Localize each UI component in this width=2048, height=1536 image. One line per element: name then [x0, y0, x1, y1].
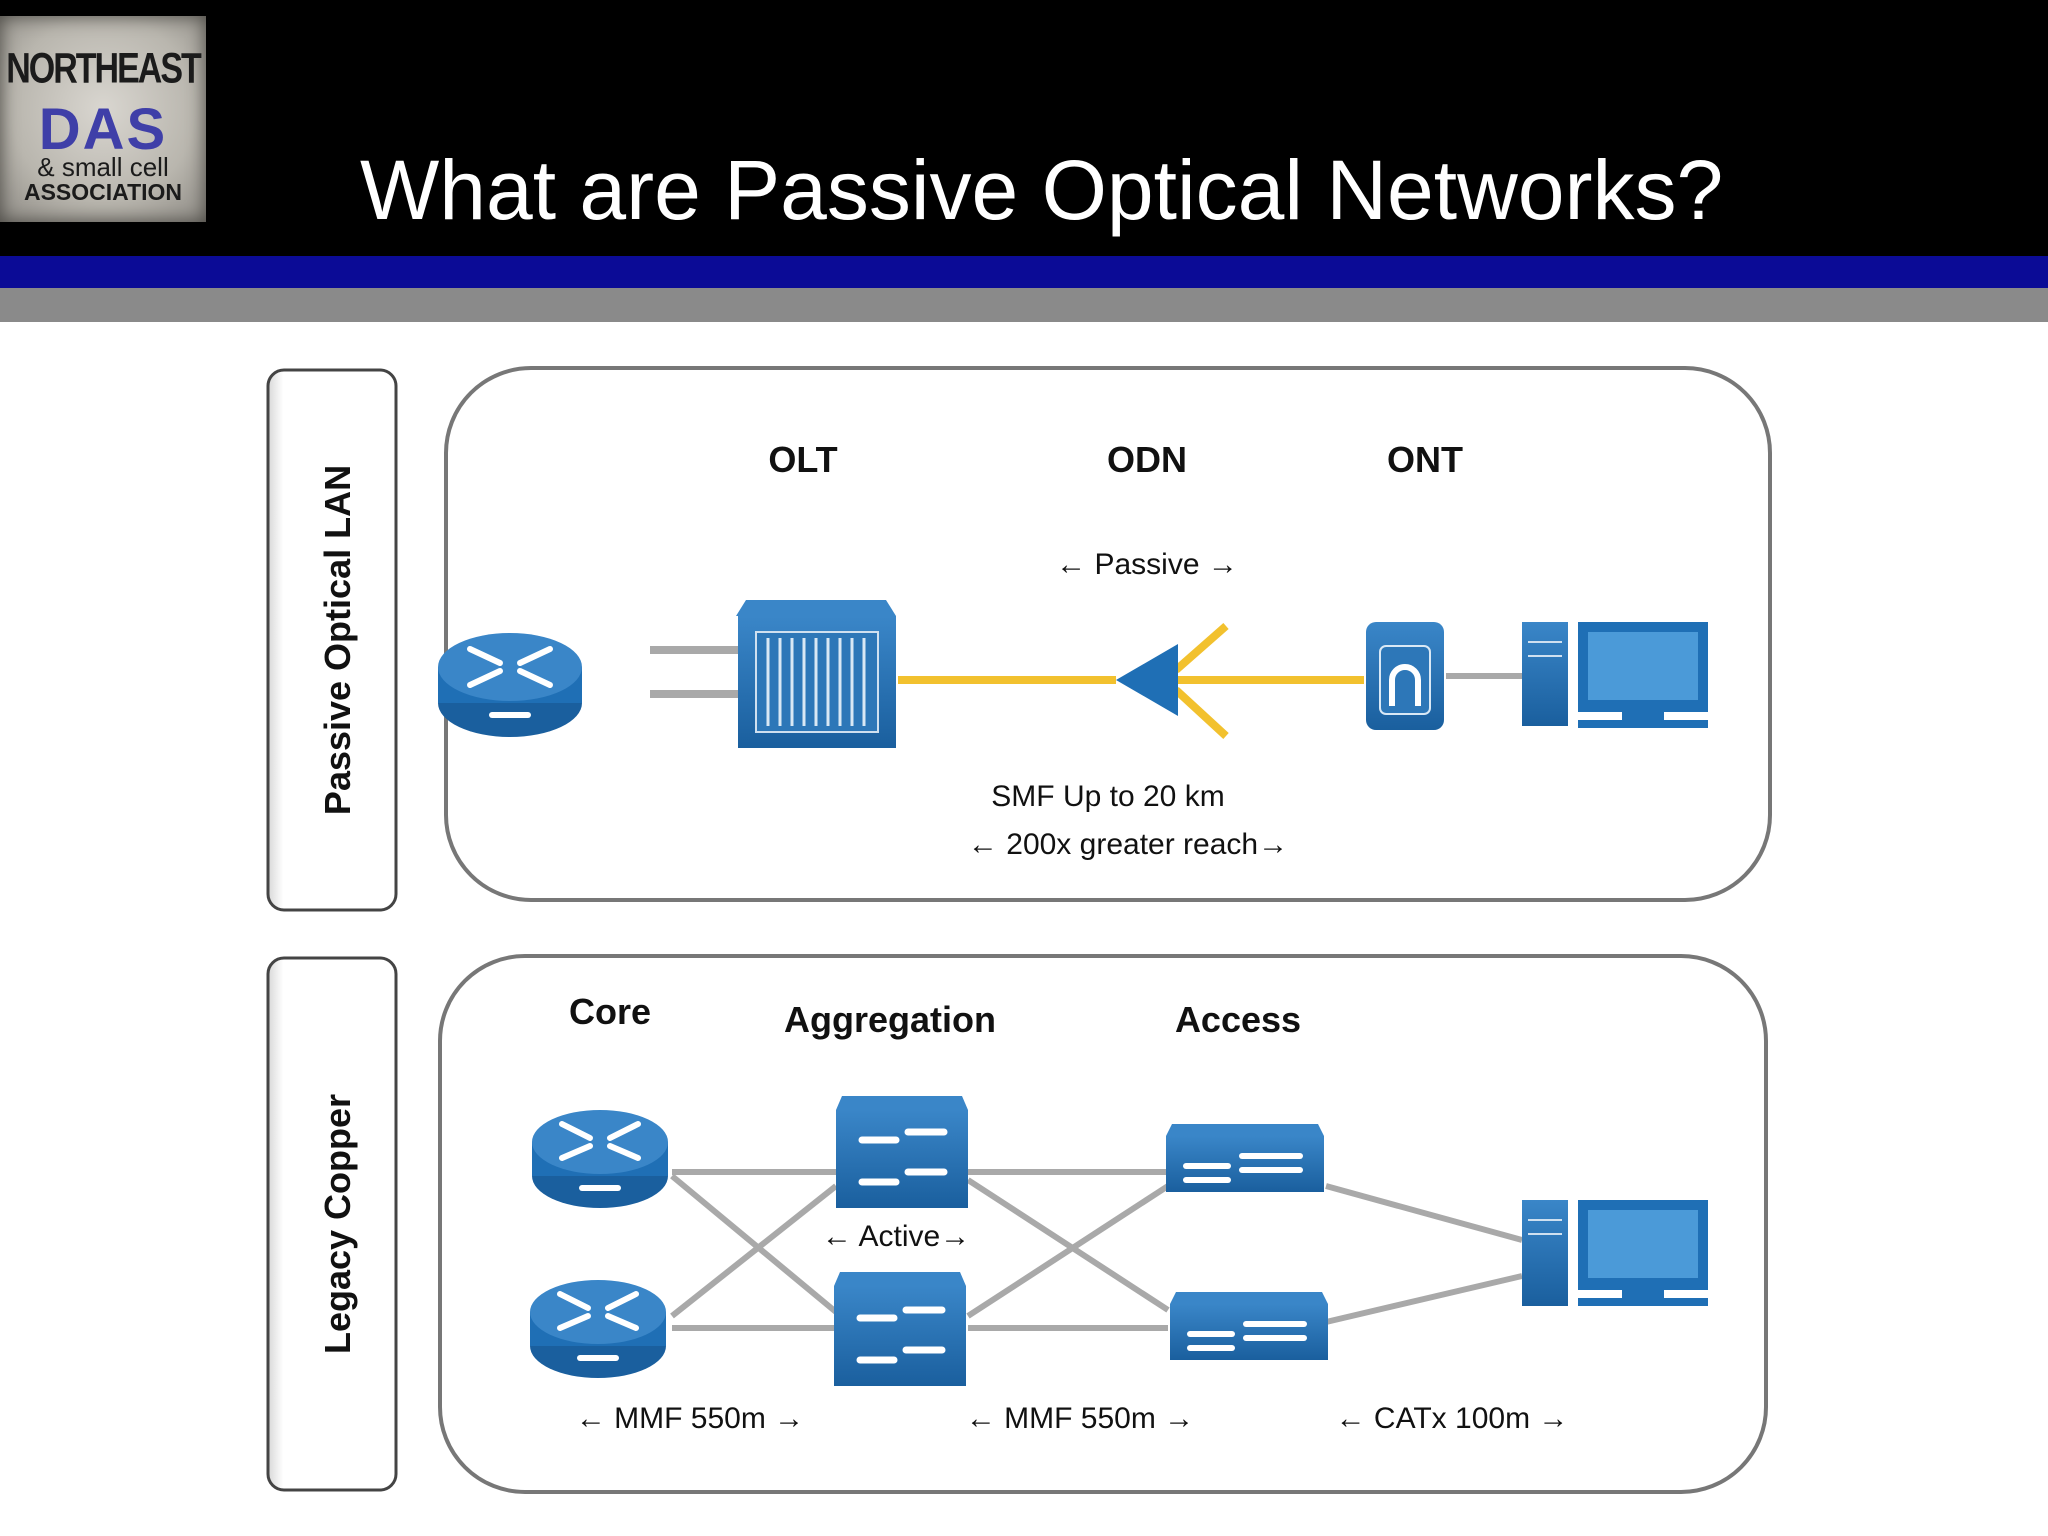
splitter-icon	[1116, 644, 1178, 716]
pon-side-tab: Passive Optical LAN	[266, 368, 398, 912]
access-heading: Access	[1175, 999, 1301, 1040]
header-accent-bar	[0, 256, 2048, 288]
pon-side-label: Passive Optical LAN	[317, 465, 358, 815]
reach-note: ← 200x greater reach→	[968, 828, 1288, 861]
workstation-icon	[1522, 1200, 1708, 1306]
logo-line-4: ASSOCIATION	[23, 179, 183, 205]
slide-header	[0, 0, 2048, 256]
olt-chassis-icon	[736, 600, 896, 748]
access-switch-icon	[1170, 1292, 1328, 1360]
header-gray-bar	[0, 288, 2048, 322]
slide-title: What are Passive Optical Networks?	[360, 143, 1724, 237]
ont-heading: ONT	[1387, 439, 1463, 480]
olt-heading: OLT	[768, 439, 837, 480]
core-heading: Core	[569, 991, 651, 1032]
odn-heading: ODN	[1107, 439, 1187, 480]
workstation-icon	[1522, 622, 1708, 728]
aggregation-switch-icon	[834, 1272, 966, 1386]
core-router-icon	[532, 1110, 668, 1208]
logo-line-3: & small cell	[37, 152, 169, 182]
passive-note: ← Passive →	[1056, 548, 1238, 581]
core-router-icon	[530, 1280, 666, 1378]
copper-links	[670, 1169, 1523, 1331]
logo-line-2: DAS	[38, 97, 168, 162]
split-fiber-down	[1173, 687, 1229, 739]
split-fiber-up	[1173, 622, 1229, 674]
pon-panel	[444, 366, 1772, 902]
aggregation-switch-icon	[836, 1096, 968, 1208]
span-aggregation-access: ← MMF 550m →	[966, 1402, 1194, 1435]
smf-note: SMF Up to 20 km	[991, 780, 1224, 813]
ont-icon	[1366, 622, 1444, 730]
span-core-aggregation: ← MMF 550m →	[576, 1402, 804, 1435]
copper-side-tab: Legacy Copper	[266, 956, 398, 1492]
logo-line-1: NORTHEAST	[6, 45, 202, 93]
span-access-desktop: ← CATx 100m →	[1336, 1402, 1569, 1435]
access-switch-icon	[1166, 1124, 1324, 1192]
association-logo: NORTHEAST DAS & small cell ASSOCIATION	[0, 16, 206, 222]
router-icon	[438, 633, 582, 737]
active-note: ← Active→	[822, 1220, 970, 1253]
copper-side-label: Legacy Copper	[317, 1094, 358, 1354]
copper-panel	[438, 954, 1768, 1494]
aggregation-heading: Aggregation	[784, 999, 996, 1040]
